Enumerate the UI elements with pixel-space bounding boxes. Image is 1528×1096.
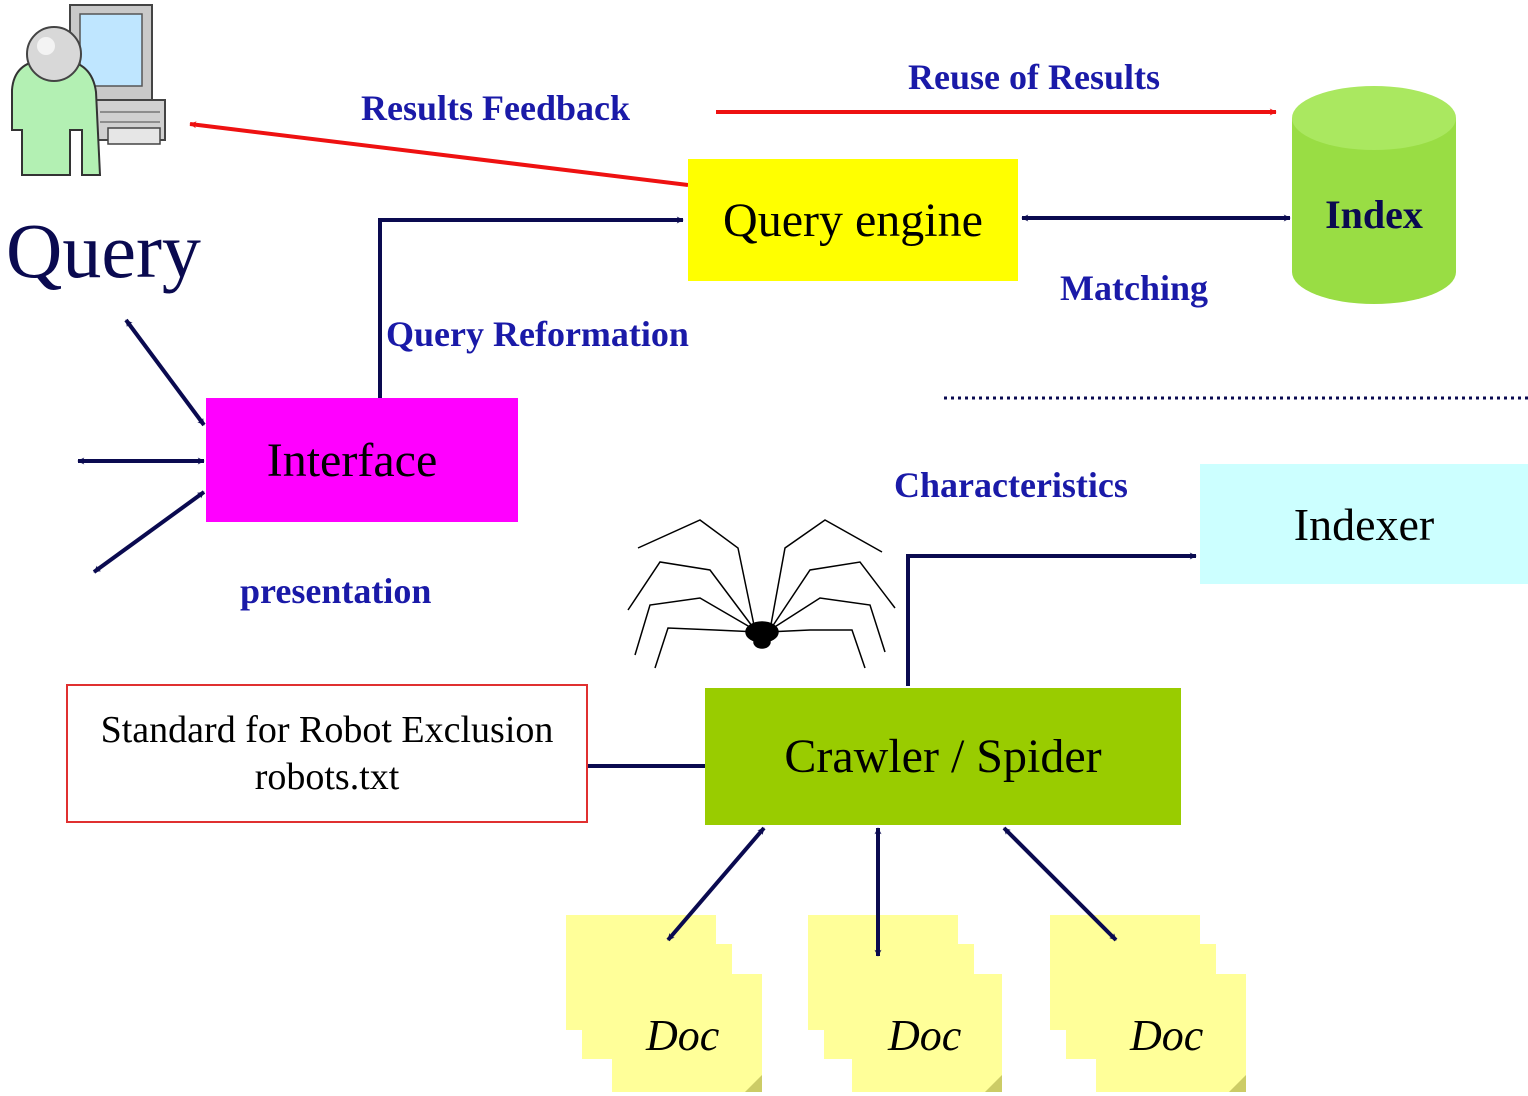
indexer-label: Indexer: [1293, 498, 1435, 550]
query-interface-arrow: [124, 318, 206, 427]
doc-stack-3: [1050, 915, 1246, 1092]
doc-label-3: Doc: [1130, 1011, 1204, 1060]
doc-label-1: Doc: [646, 1011, 720, 1060]
results-feedback-arrow: [189, 121, 689, 187]
robots-line-1: Standard for Robot Exclusion: [100, 709, 554, 752]
crawler-box: Crawler / Spider: [705, 688, 1181, 825]
query-reformation-arrow: [378, 216, 684, 398]
presentation-arrow: [92, 490, 206, 574]
database-cylinder-icon: [1292, 86, 1456, 304]
query-engine-box: Query engine: [688, 159, 1018, 281]
crawler-doc3-arrow: [1002, 826, 1118, 942]
doc-stack-2: [808, 915, 1002, 1092]
index-label: Index: [1325, 192, 1423, 237]
query-engine-label: Query engine: [723, 193, 983, 247]
interface-label: Interface: [266, 433, 438, 487]
spider-icon: [627, 519, 896, 669]
crawler-label: Crawler / Spider: [784, 730, 1102, 783]
characteristics-label: Characteristics: [894, 465, 1128, 505]
interface-box: Interface: [206, 398, 518, 522]
characteristics-arrow: [906, 552, 1197, 686]
results-feedback-label: Results Feedback: [361, 88, 630, 128]
robots-exclusion-box: Standard for Robot Exclusion robots.txt: [66, 684, 588, 823]
presentation-label: presentation: [240, 571, 432, 611]
reuse-of-results-label: Reuse of Results: [908, 57, 1160, 97]
indexer-box: Indexer: [1200, 464, 1528, 584]
user-computer-icon: [11, 4, 166, 176]
crawler-doc1-arrow: [666, 826, 766, 942]
query-reformation-label: Query Reformation: [386, 314, 689, 354]
robots-line-2: robots.txt: [254, 755, 400, 798]
query-title: Query: [6, 207, 201, 294]
doc-label-2: Doc: [888, 1011, 962, 1060]
doc-stack-1: [566, 915, 762, 1092]
matching-label: Matching: [1060, 268, 1208, 308]
